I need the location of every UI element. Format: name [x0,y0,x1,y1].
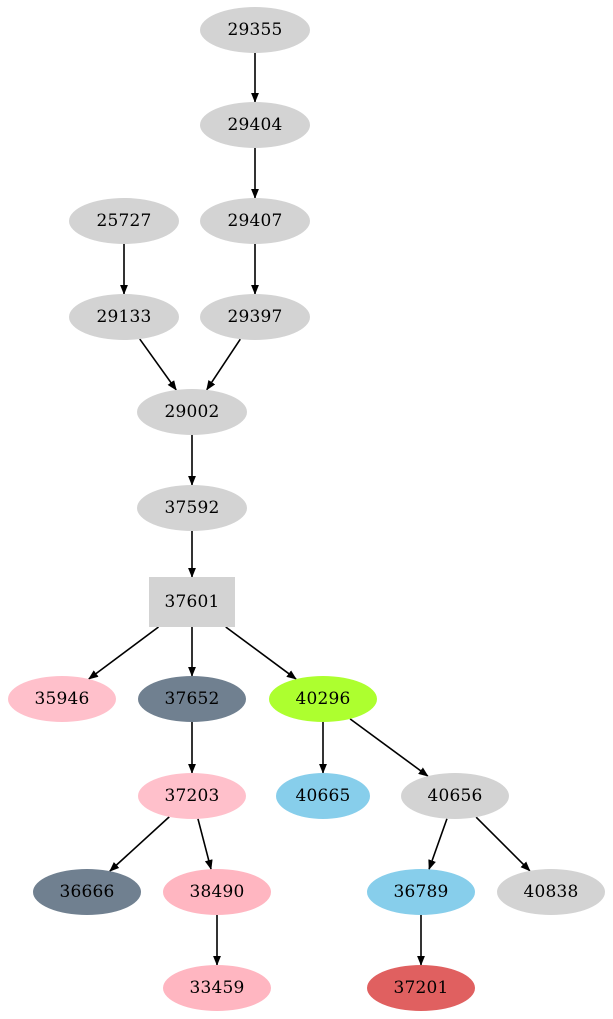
node-29407[interactable]: 29407 [200,198,310,244]
node-label: 40838 [523,881,579,902]
node-label: 37592 [164,497,220,518]
node-label: 40656 [427,785,483,806]
node-38490[interactable]: 38490 [163,869,271,915]
node-37592[interactable]: 37592 [137,485,247,531]
node-label: 29397 [227,306,283,327]
node-37652[interactable]: 37652 [138,676,246,722]
node-label: 29407 [227,210,283,231]
node-label: 37601 [164,591,220,612]
node-label: 37652 [164,688,220,709]
node-label: 36789 [393,881,449,902]
node-label: 33459 [189,977,245,998]
node-29404[interactable]: 29404 [200,102,310,148]
edge-29133-to-29002 [139,338,177,391]
node-29355[interactable]: 29355 [200,7,310,53]
node-40296[interactable]: 40296 [269,676,377,722]
edge-40656-to-40838 [475,816,531,872]
edge-37203-to-38490 [197,818,213,870]
node-37201[interactable]: 37201 [367,965,475,1011]
node-40656[interactable]: 40656 [401,773,509,819]
node-label: 40296 [295,688,351,709]
node-label: 38490 [189,881,245,902]
edge-40296-to-40656 [349,718,429,777]
node-label: 36666 [59,881,115,902]
node-40665[interactable]: 40665 [276,773,370,819]
node-33459[interactable]: 33459 [163,965,271,1011]
node-label: 29133 [96,306,152,327]
node-label: 29355 [227,19,283,40]
node-36789[interactable]: 36789 [367,869,475,915]
node-label: 29002 [164,401,220,422]
node-35946[interactable]: 35946 [8,676,116,722]
node-label: 35946 [34,688,90,709]
node-29397[interactable]: 29397 [200,294,310,340]
node-label: 37203 [164,785,220,806]
node-37601[interactable]: 37601 [149,577,235,627]
edge-40656-to-36789 [428,818,448,871]
node-25727[interactable]: 25727 [69,198,179,244]
node-36666[interactable]: 36666 [33,869,141,915]
edge-29397-to-29002 [206,338,241,391]
edge-37203-to-36666 [109,816,170,872]
node-40838[interactable]: 40838 [497,869,605,915]
node-label: 29404 [227,114,283,135]
edge-group [88,53,531,966]
node-29002[interactable]: 29002 [137,389,247,435]
node-label: 37201 [393,977,449,998]
node-label: 25727 [96,210,152,231]
node-label: 40665 [295,785,351,806]
edge-37601-to-35946 [88,626,159,680]
node-37203[interactable]: 37203 [138,773,246,819]
edge-37601-to-40296 [225,626,297,680]
node-29133[interactable]: 29133 [69,294,179,340]
